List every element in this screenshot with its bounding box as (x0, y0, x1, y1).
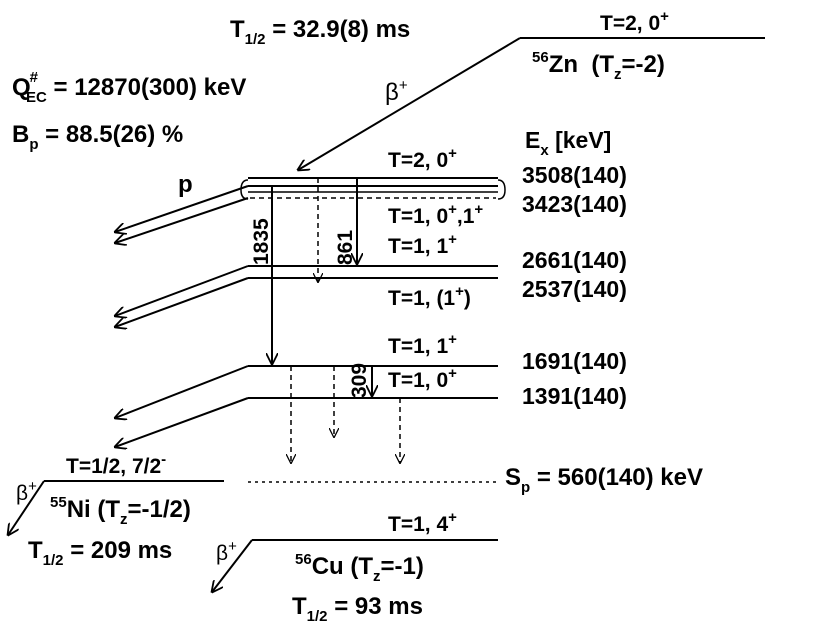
excitation-energy-header: Ex [keV] (525, 127, 611, 159)
level-3423-spin: T=1, 0+,1+ (388, 201, 483, 228)
cu-beta-plus-arrow (212, 539, 253, 592)
proton-arrow-1391 (115, 397, 249, 447)
level-group-brace-left (240, 179, 249, 200)
proton-arrow-1691 (115, 365, 249, 418)
level-1691-spin: T=1, 1+ (388, 331, 457, 358)
gamma-309-label: 309 (348, 363, 371, 398)
ni-nucleus-label: 55Ni (Tz=-1/2) (50, 494, 191, 528)
level-2537-energy: 2537(140) (522, 276, 627, 302)
level-3508-energy: 3508(140) (522, 162, 627, 188)
gamma-861-label: 861 (334, 230, 357, 265)
zn-ground-state-label: T=2, 0+ (600, 8, 669, 35)
proton-branching-ratio: Bp = 88.5(26) % (12, 121, 183, 153)
ni-beta-plus-label: β+ (16, 478, 37, 505)
level-group-brace-right (497, 179, 506, 200)
level-2537-spin: T=1, (1+) (388, 283, 471, 310)
ni-ground-state-label: T=1/2, 7/2- (66, 451, 166, 478)
zn-beta-plus-arrow (298, 37, 521, 170)
ni-half-life: T1/2 = 209 ms (28, 537, 172, 569)
proton-arrow-3508 (115, 185, 249, 232)
gamma-1835-label: 1835 (250, 218, 273, 265)
proton-arrow-3423 (115, 197, 249, 243)
zn-nucleus-label: 56Zn (Tz=-2) (532, 49, 665, 83)
cu-half-life: T1/2 = 93 ms (292, 593, 423, 625)
ni-beta-plus-arrow (8, 480, 45, 535)
cu-beta-plus-label: β+ (216, 538, 237, 565)
proton-arrow-2661 (115, 265, 249, 316)
q-ec-value: Q#EC = 12870(300) keV (12, 69, 246, 106)
level-1391-energy: 1391(140) (522, 383, 627, 409)
proton-arrow-2537 (115, 277, 249, 327)
level-2661-spin: T=1, 1+ (388, 231, 457, 258)
level-1691-energy: 1691(140) (522, 348, 627, 374)
level-1391-spin: T=1, 0+ (388, 365, 457, 392)
level-2661-energy: 2661(140) (522, 247, 627, 273)
cu-ground-state-label: T=1, 4+ (388, 509, 457, 536)
level-3508-spin: T=2, 0+ (388, 145, 457, 172)
parent-half-life: T1/2 = 32.9(8) ms (230, 16, 410, 48)
proton-label: p (178, 171, 193, 198)
zn-beta-plus-label: β+ (385, 77, 408, 106)
proton-separation-energy: Sp = 560(140) keV (505, 464, 703, 496)
level-3423-energy: 3423(140) (522, 191, 627, 217)
cu-nucleus-label: 56Cu (Tz=-1) (295, 551, 424, 585)
